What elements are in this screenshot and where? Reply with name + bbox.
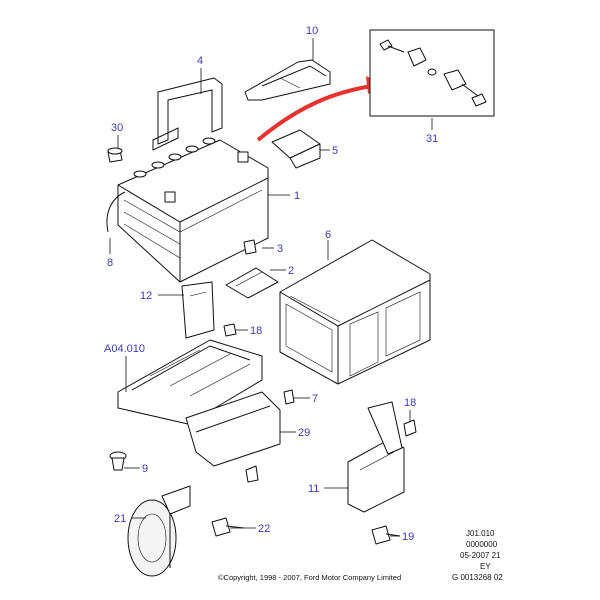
horn-bracket-11[interactable] — [347, 401, 405, 513]
support-bracket-29[interactable] — [185, 391, 281, 467]
bolt-19[interactable] — [371, 525, 401, 545]
callout-22: 22 — [258, 523, 270, 535]
meta-model: EY — [480, 562, 491, 571]
callout-9: 9 — [142, 463, 148, 475]
callout-19: 19 — [402, 531, 414, 543]
meta-code: J01.010 — [466, 529, 495, 538]
bolt-3[interactable] — [243, 239, 257, 255]
push-pin-9[interactable] — [109, 451, 127, 471]
callout-3: 3 — [277, 243, 283, 255]
callout-18-lower: 18 — [404, 397, 416, 409]
clip-7[interactable] — [283, 389, 295, 405]
bolt-22[interactable] — [211, 517, 245, 537]
bracket-5[interactable] — [271, 129, 321, 169]
callout-ref-a04010: A04.010 — [104, 343, 145, 355]
callout-5: 5 — [332, 145, 338, 157]
leader-lines — [109, 38, 433, 537]
callout-10: 10 — [306, 25, 318, 37]
horn[interactable] — [127, 485, 191, 577]
callout-7: 7 — [312, 393, 318, 405]
meta-drawing-id: G 0013268 02 — [452, 573, 503, 582]
battery-tray[interactable] — [117, 281, 263, 425]
terminal-cover[interactable] — [244, 59, 331, 101]
callout-11: 11 — [308, 483, 319, 495]
callout-2: 2 — [288, 265, 294, 277]
bolt-18-lower[interactable] — [403, 419, 417, 437]
callout-30: 30 — [111, 122, 123, 134]
bracket-2[interactable] — [225, 267, 279, 299]
battery[interactable] — [106, 137, 269, 283]
copyright-notice: ©Copyright, 1998 - 2007, Ford Motor Comp… — [218, 573, 401, 582]
bolt-30[interactable] — [107, 147, 123, 163]
callout-29: 29 — [298, 427, 310, 439]
detail-box-31 — [369, 29, 495, 117]
bolt-18-upper[interactable] — [223, 323, 237, 337]
meta-number: 0000000 — [466, 540, 498, 549]
callout-31: 31 — [426, 133, 438, 145]
callout-21: 21 — [114, 513, 126, 525]
callout-12: 12 — [140, 290, 152, 302]
callout-18-upper: 18 — [250, 325, 262, 337]
callout-1: 1 — [294, 190, 300, 202]
callout-6: 6 — [325, 229, 331, 241]
bolt-lower-bracket[interactable] — [245, 465, 259, 483]
callout-4: 4 — [197, 55, 203, 67]
meta-date: 05-2007 21 — [460, 551, 501, 560]
battery-hold-down-clamp[interactable] — [152, 77, 223, 151]
callout-8: 8 — [107, 257, 113, 269]
battery-box[interactable] — [279, 239, 431, 385]
